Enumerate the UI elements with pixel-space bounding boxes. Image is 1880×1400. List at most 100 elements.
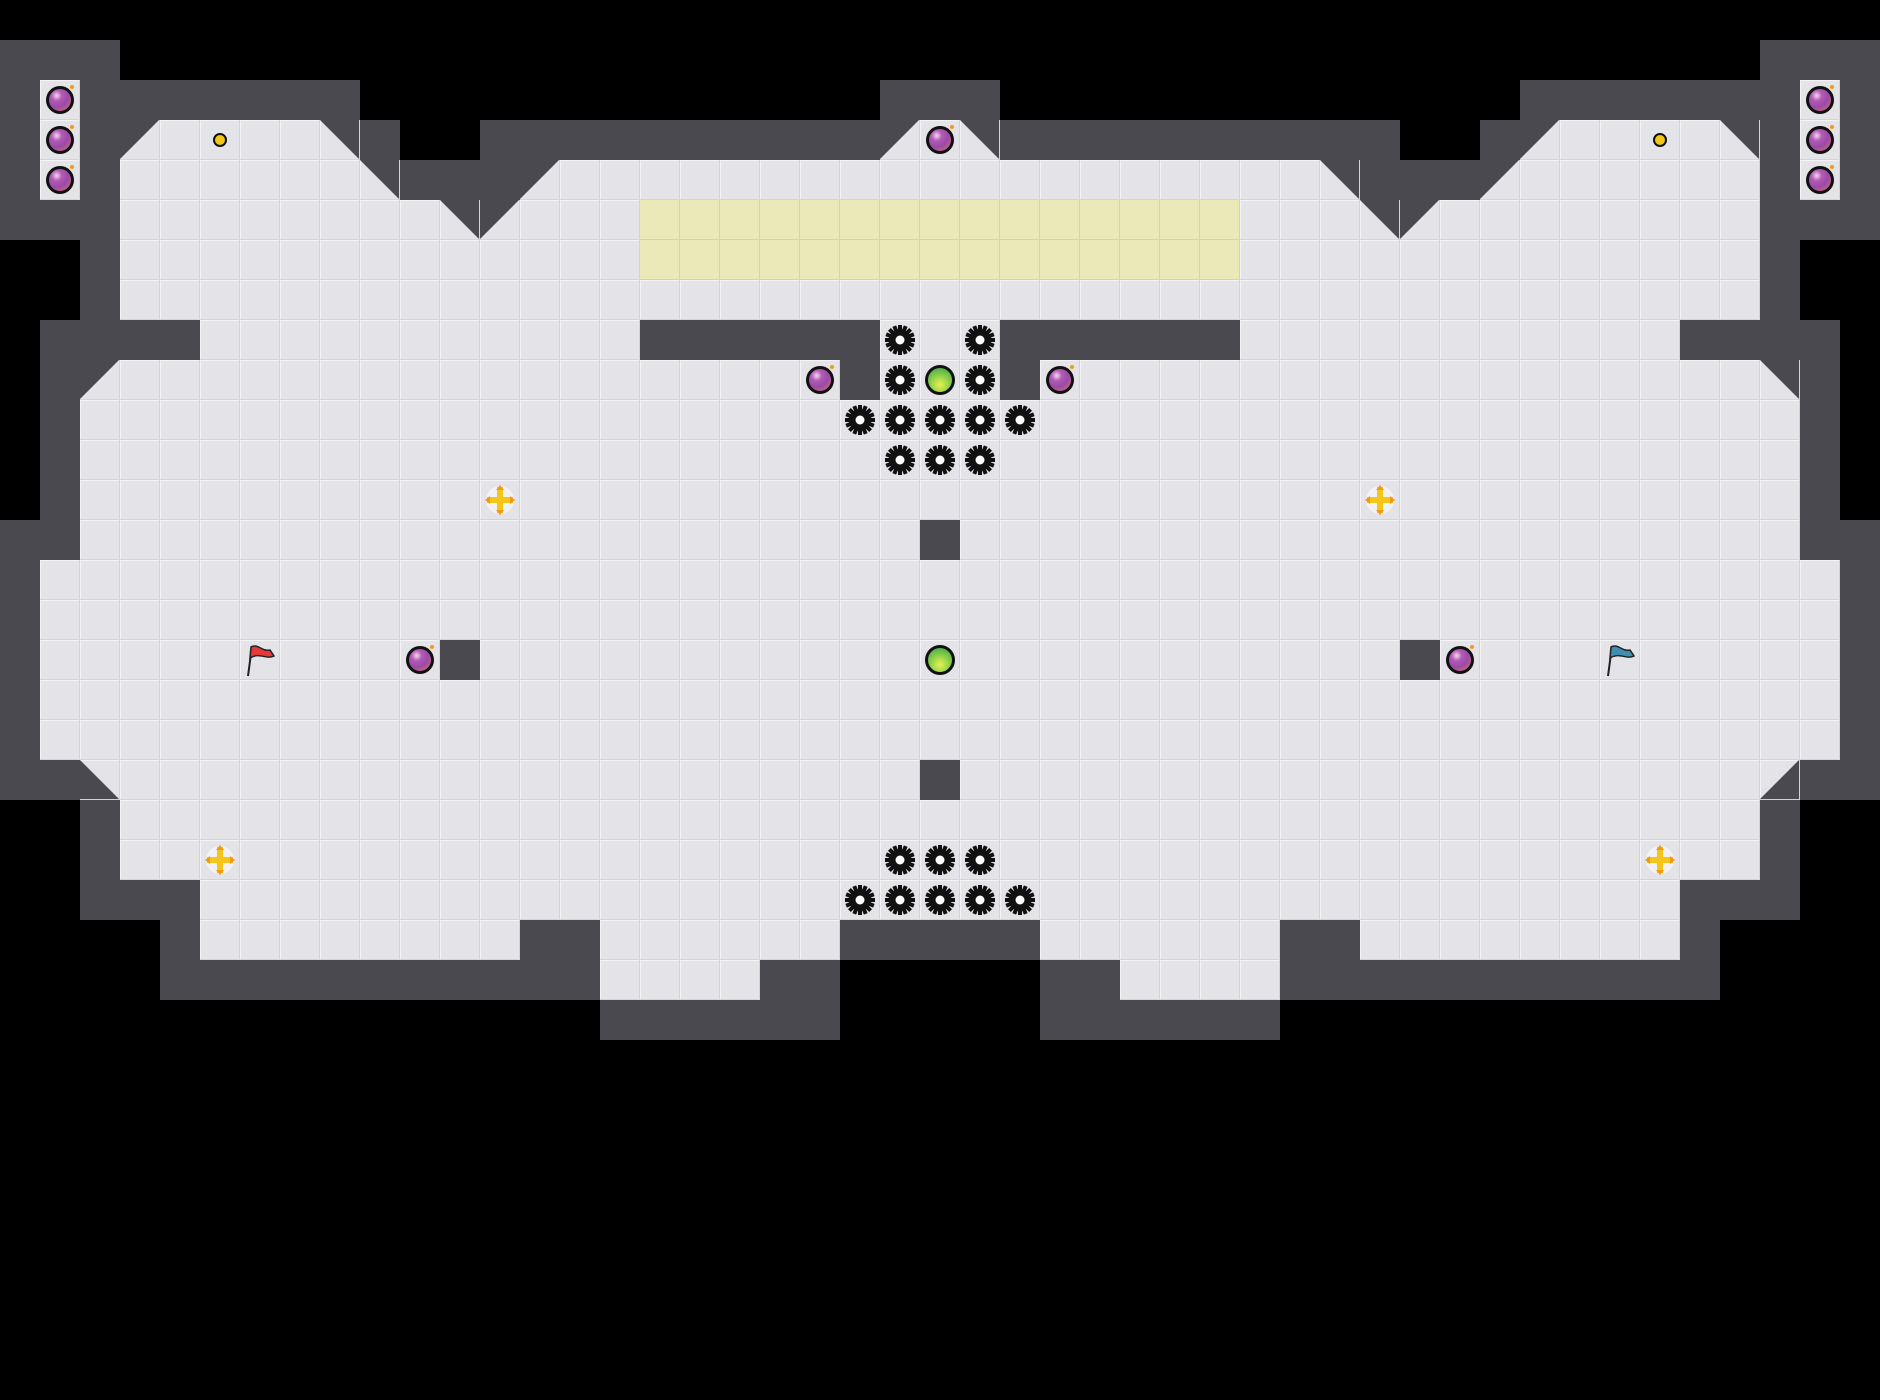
floor-tile bbox=[120, 560, 160, 600]
bomb-icon bbox=[1440, 640, 1480, 680]
floor-tile bbox=[1040, 680, 1080, 720]
floor-tile bbox=[240, 800, 280, 840]
floor-tile bbox=[1280, 760, 1320, 800]
spike-icon bbox=[920, 440, 960, 480]
wall-tile bbox=[1200, 120, 1240, 160]
floor-tile bbox=[200, 200, 240, 240]
floor-tile bbox=[1760, 600, 1800, 640]
floor-tile bbox=[840, 800, 880, 840]
floor-tile bbox=[720, 280, 760, 320]
wall-tile bbox=[1760, 320, 1800, 360]
floor-tile bbox=[920, 560, 960, 600]
floor-tile bbox=[360, 640, 400, 680]
floor-tile bbox=[960, 280, 1000, 320]
spike-icon bbox=[920, 840, 960, 880]
neutral-zone-tile bbox=[1040, 200, 1080, 240]
floor-tile bbox=[960, 480, 1000, 520]
wall-tile bbox=[1280, 960, 1320, 1000]
floor-tile bbox=[320, 520, 360, 560]
floor-tile bbox=[360, 560, 400, 600]
wall-tile bbox=[1640, 80, 1680, 120]
floor-tile bbox=[200, 520, 240, 560]
floor-tile bbox=[320, 920, 360, 960]
floor-tile bbox=[440, 320, 480, 360]
diagonal-wall-tile bbox=[440, 200, 480, 240]
wall-tile bbox=[440, 160, 480, 200]
floor-tile bbox=[480, 400, 520, 440]
floor-tile bbox=[440, 360, 480, 400]
floor-tile bbox=[1440, 360, 1480, 400]
floor-tile bbox=[160, 760, 200, 800]
wall-tile bbox=[680, 120, 720, 160]
floor-tile bbox=[1200, 280, 1240, 320]
floor-tile bbox=[880, 680, 920, 720]
wall-tile bbox=[720, 320, 760, 360]
floor-tile bbox=[200, 240, 240, 280]
floor-tile bbox=[280, 520, 320, 560]
floor-tile bbox=[800, 160, 840, 200]
floor-tile bbox=[800, 920, 840, 960]
floor-tile bbox=[1400, 760, 1440, 800]
wall-tile bbox=[1160, 320, 1200, 360]
neutral-zone-tile bbox=[840, 240, 880, 280]
floor-tile bbox=[1680, 160, 1720, 200]
bomb-icon bbox=[1800, 120, 1840, 160]
floor-tile bbox=[680, 480, 720, 520]
floor-tile bbox=[560, 880, 600, 920]
floor-tile bbox=[120, 640, 160, 680]
floor-tile bbox=[320, 200, 360, 240]
floor-tile bbox=[720, 360, 760, 400]
floor-tile bbox=[440, 240, 480, 280]
floor-tile bbox=[800, 760, 840, 800]
floor-tile bbox=[520, 600, 560, 640]
floor-tile bbox=[360, 400, 400, 440]
wall-tile bbox=[1760, 240, 1800, 280]
floor-tile bbox=[1000, 640, 1040, 680]
diagonal-wall-tile bbox=[1760, 760, 1800, 800]
floor-tile bbox=[200, 920, 240, 960]
floor-tile bbox=[440, 520, 480, 560]
floor-tile bbox=[320, 440, 360, 480]
floor-tile bbox=[720, 160, 760, 200]
wall-tile bbox=[1680, 920, 1720, 960]
floor-tile bbox=[1560, 200, 1600, 240]
floor-tile bbox=[1560, 400, 1600, 440]
floor-tile bbox=[120, 720, 160, 760]
floor-tile bbox=[1200, 880, 1240, 920]
wall-tile bbox=[200, 960, 240, 1000]
floor-tile bbox=[880, 720, 920, 760]
floor-tile bbox=[960, 600, 1000, 640]
floor-tile bbox=[480, 920, 520, 960]
floor-tile bbox=[1640, 240, 1680, 280]
floor-tile bbox=[240, 920, 280, 960]
wall-tile bbox=[280, 960, 320, 1000]
floor-tile bbox=[40, 680, 80, 720]
floor-tile bbox=[1600, 400, 1640, 440]
floor-tile bbox=[440, 600, 480, 640]
neutral-zone-tile bbox=[1080, 200, 1120, 240]
floor-tile bbox=[240, 680, 280, 720]
floor-tile bbox=[320, 880, 360, 920]
floor-tile bbox=[440, 880, 480, 920]
wall-tile bbox=[1800, 320, 1840, 360]
wall-tile bbox=[1080, 960, 1120, 1000]
floor-tile bbox=[880, 520, 920, 560]
floor-tile bbox=[1240, 960, 1280, 1000]
wall-tile bbox=[1080, 1000, 1120, 1040]
floor-tile bbox=[1520, 320, 1560, 360]
floor-tile bbox=[1120, 840, 1160, 880]
floor-tile bbox=[200, 760, 240, 800]
floor-tile bbox=[1680, 680, 1720, 720]
floor-tile bbox=[1360, 640, 1400, 680]
floor-tile bbox=[120, 440, 160, 480]
floor-tile bbox=[1160, 840, 1200, 880]
floor-tile bbox=[520, 720, 560, 760]
floor-tile bbox=[560, 640, 600, 680]
wall-tile bbox=[1800, 200, 1840, 240]
floor-tile bbox=[1240, 240, 1280, 280]
wall-tile bbox=[320, 80, 360, 120]
floor-tile bbox=[800, 440, 840, 480]
floor-tile bbox=[160, 840, 200, 880]
floor-tile bbox=[1520, 880, 1560, 920]
spike-icon bbox=[920, 400, 960, 440]
